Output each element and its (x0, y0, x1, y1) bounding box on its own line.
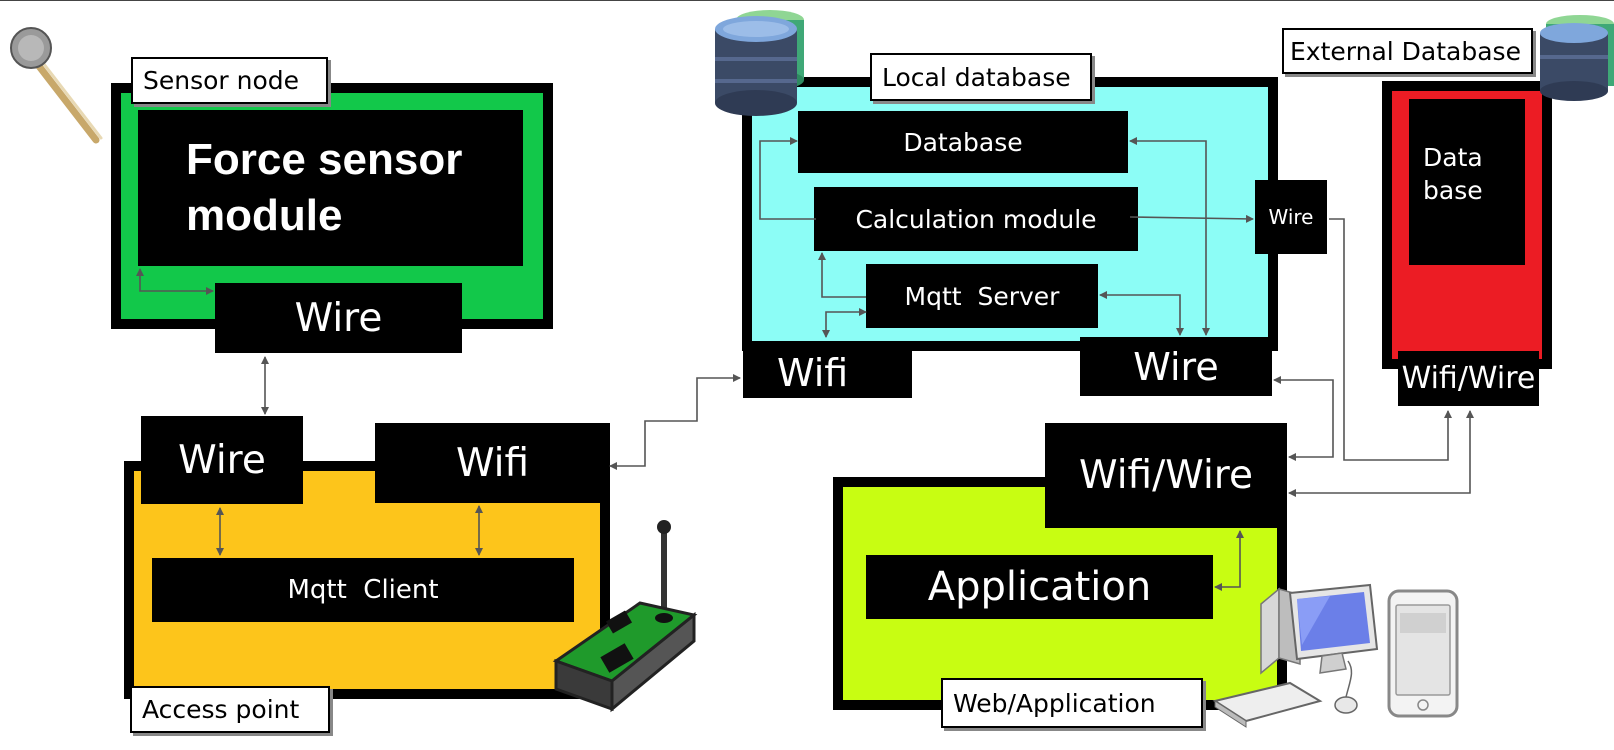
local-database-label: Local database (870, 53, 1092, 101)
access-point-wifi-label: Wifi (455, 440, 530, 486)
external-database-wifi-wire-block: Wifi/Wire (1398, 351, 1539, 406)
force-sensor-module-block: Force sensor module (138, 110, 523, 266)
web-application-wifi-wire-label: Wifi/Wire (1079, 453, 1253, 498)
mqtt-server-block: Mqtt Server (866, 264, 1098, 328)
local-database-small-wire-block: Wire (1255, 180, 1327, 254)
external-database-text: Data base (1423, 141, 1483, 207)
force-sensor-module-title: Force sensor module (186, 135, 463, 240)
external-database-label: External Database (1282, 28, 1533, 74)
web-application-wifi-wire-block: Wifi/Wire (1045, 423, 1287, 528)
web-application-label: Web/Application (941, 678, 1203, 728)
local-database-wifi-label: Wifi (777, 351, 849, 395)
local-database-wire-block: Wire (1080, 337, 1272, 396)
external-database-block: Data base (1409, 99, 1525, 265)
application-block: Application (866, 555, 1213, 619)
access-point-wire-block: Wire (141, 416, 303, 504)
application-label: Application (927, 564, 1152, 610)
access-point-wifi-block: Wifi (375, 423, 610, 503)
external-database-wifi-wire-label: Wifi/Wire (1401, 361, 1536, 396)
connector-ap-wifi-to-local-wifi (609, 374, 741, 470)
local-database-wifi-block: Wifi (743, 348, 912, 398)
external-database-line-2: base (1423, 176, 1483, 205)
mqtt-server-label: Mqtt Server (904, 281, 1060, 311)
local-database-small-wire-label: Wire (1268, 205, 1314, 229)
database-block: Database (798, 111, 1128, 173)
mqtt-client-block: Mqtt Client (152, 558, 574, 622)
sensor-node-wire-label: Wire (294, 295, 383, 341)
mqtt-client-label: Mqtt Client (287, 575, 439, 605)
access-point-label: Access point (130, 686, 330, 733)
sensor-node-wire-block: Wire (215, 283, 462, 353)
calculation-module-label: Calculation module (855, 204, 1097, 234)
database-label: Database (903, 127, 1023, 157)
external-database-line-1: Data (1423, 143, 1483, 172)
connector-web-app-to-external (1288, 410, 1474, 497)
local-database-wire-label: Wire (1133, 344, 1219, 389)
sensor-node-label: Sensor node (131, 57, 328, 104)
calculation-module-block: Calculation module (814, 187, 1138, 251)
access-point-wire-label: Wire (178, 437, 266, 483)
